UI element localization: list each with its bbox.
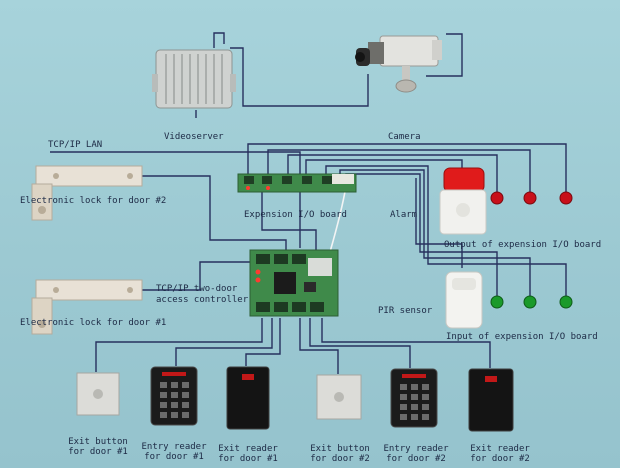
output-leds (490, 191, 573, 205)
controller-label-line2: access controller (156, 295, 249, 305)
exit-button-1-wire (95, 318, 263, 372)
device-caption-line2: for door #1 (218, 454, 278, 464)
output-board-label: Output of expension I/O board (444, 240, 602, 250)
exit-button-door2-device (316, 374, 362, 420)
entry-reader-door1-device (150, 366, 198, 426)
controller-device (249, 249, 339, 317)
camera-device (355, 35, 442, 93)
entry-reader-2-wire (309, 318, 411, 368)
device-caption-line1: Exit button (68, 437, 128, 447)
entry-reader-1-wire (175, 318, 273, 366)
exit-reader-door1-device (226, 366, 270, 430)
input-leds (490, 295, 573, 309)
device-caption-line2: for door #2 (310, 454, 370, 464)
input-board-label: Input of expension I/O board (446, 332, 598, 342)
exit-button-door1-device (76, 372, 120, 416)
device-caption-exit-button-2: Exit button for door #2 (298, 444, 382, 464)
input-led-1 (490, 295, 504, 309)
device-caption-entry-reader-1: Entry reader for door #1 (132, 442, 216, 462)
device-caption-line1: Exit reader (470, 444, 530, 454)
device-caption-entry-reader-2: Entry reader for door #2 (374, 444, 458, 464)
output-led-2 (523, 191, 537, 205)
device-caption-line1: Entry reader (141, 442, 207, 452)
expansion-controller-wire (261, 190, 317, 250)
expansion-board-device (237, 173, 357, 193)
input-led-2 (523, 295, 537, 309)
videoserver-device (152, 49, 236, 109)
exit-button-2-wire (299, 318, 339, 374)
alarm-label: Alarm (390, 210, 418, 220)
output-wire-2 (267, 149, 531, 196)
camera-label: Camera (388, 132, 421, 142)
lock-door2-label: Electronic lock for door #2 (20, 196, 167, 206)
device-caption-line2: for door #1 (68, 447, 128, 457)
videoserver-camera-wire (230, 47, 369, 107)
device-caption-exit-reader-2: Exit reader for door #2 (458, 444, 542, 464)
device-caption-line1: Exit reader (218, 444, 278, 454)
lock-door1-label: Electronic lock for door #1 (20, 318, 167, 328)
antenna-wire (213, 32, 225, 48)
pir-label: PIR sensor (378, 306, 433, 316)
device-caption-exit-button-1: Exit button for door #1 (58, 437, 138, 457)
output-led-1 (490, 191, 504, 205)
device-caption-line1: Exit button (310, 444, 370, 454)
device-caption-line1: Entry reader (383, 444, 449, 454)
expansion-board-label: Expension I/O board (244, 210, 347, 220)
input-led-3 (559, 295, 573, 309)
device-caption-line2: for door #2 (470, 454, 530, 464)
device-caption-line2: for door #2 (386, 454, 446, 464)
alarm-wire (305, 159, 463, 176)
exit-reader-2-wire (321, 318, 491, 368)
entry-reader-door2-device (390, 368, 438, 428)
output-wire-1 (287, 154, 498, 196)
lock-door1-device (31, 279, 143, 335)
exit-reader-door2-device (468, 368, 514, 432)
videoserver-label: Videoserver (164, 132, 224, 142)
lan-wire (50, 151, 301, 248)
pir-wire (415, 178, 463, 268)
output-wire-3 (247, 143, 567, 196)
input-wire-3 (325, 165, 567, 298)
device-caption-exit-reader-1: Exit reader for door #1 (208, 444, 288, 464)
lock2-wire (138, 175, 287, 250)
alarm-device (439, 167, 487, 235)
lock1-wire (138, 261, 252, 291)
tcpip-lan-label: TCP/IP LAN (48, 140, 103, 150)
controller-label-line1: TCP/IP two-door (156, 284, 238, 294)
exit-reader-1-wire (245, 318, 281, 366)
camera-cable (426, 33, 463, 77)
device-caption-line2: for door #1 (144, 452, 204, 462)
input-wire-2 (339, 169, 531, 298)
pir-sensor-device (445, 271, 483, 329)
output-led-3 (559, 191, 573, 205)
lock-door2-device (31, 165, 143, 221)
